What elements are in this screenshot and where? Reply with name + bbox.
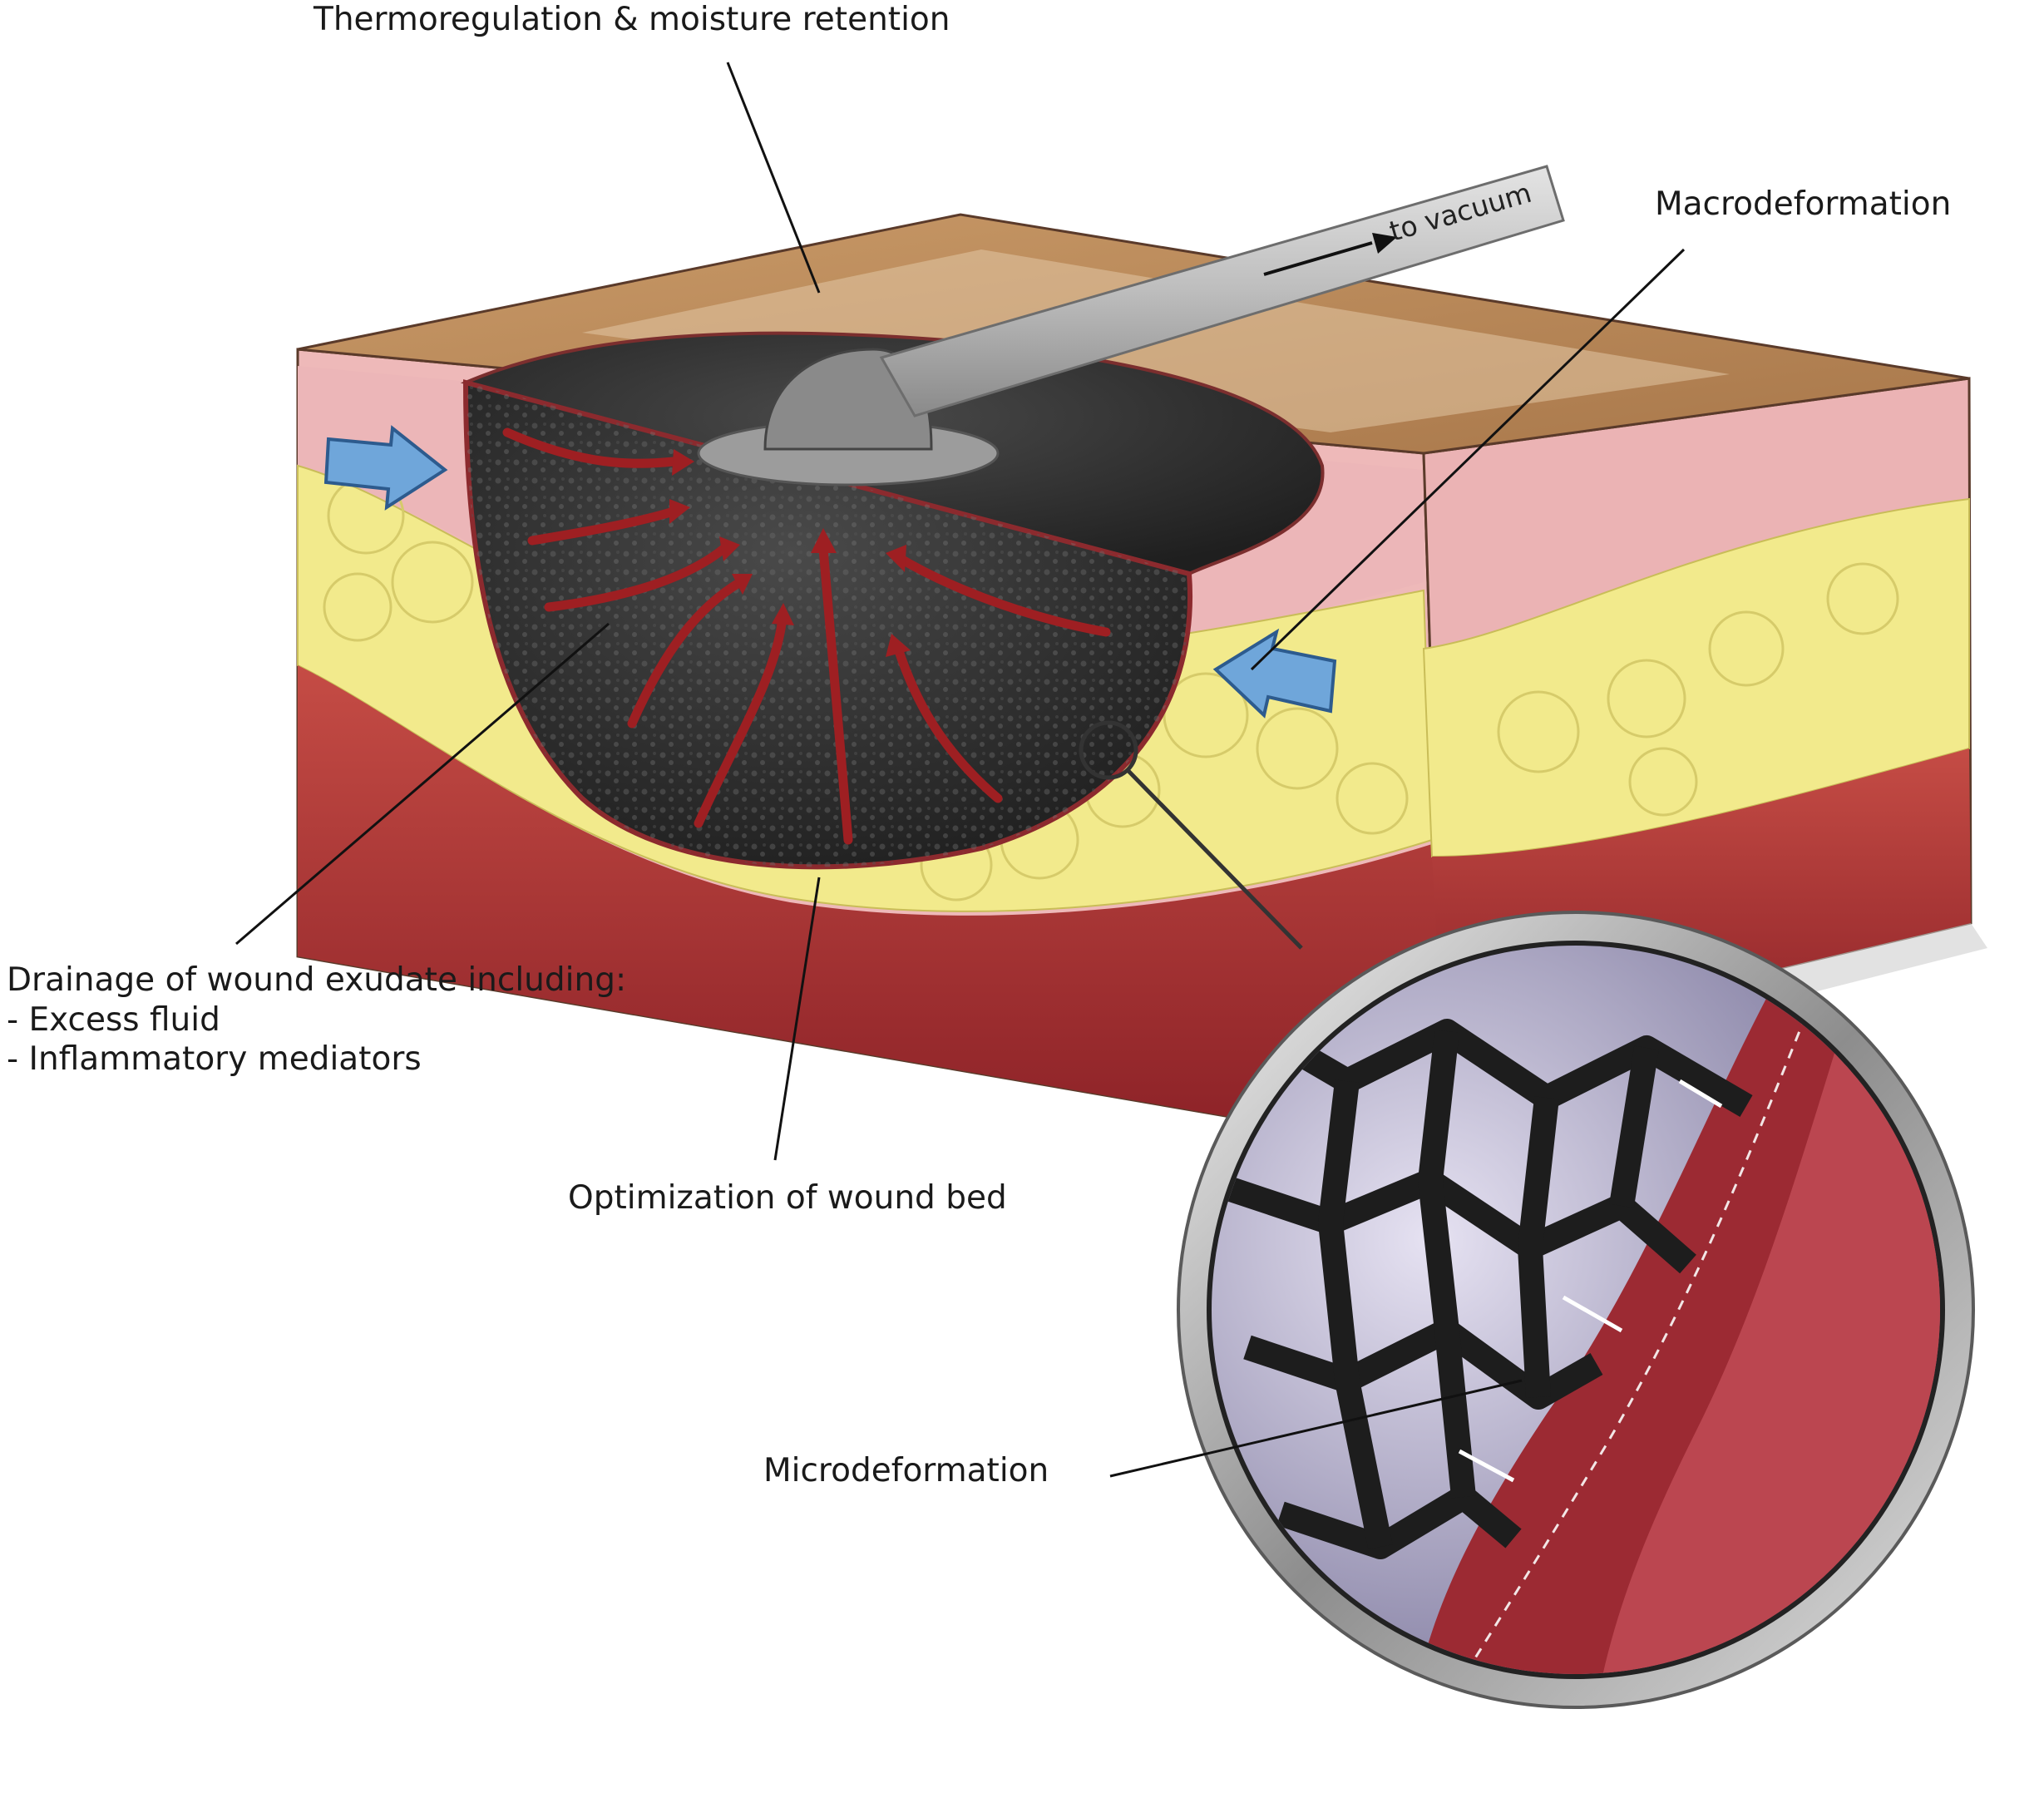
drainage-item-inflammatory-mediators: - Inflammatory mediators [7, 1040, 422, 1079]
label-drainage: Drainage of wound exudate including: - E… [7, 961, 626, 1079]
leader-microdeformation [1109, 1379, 1523, 1478]
foam-struts [1227, 1012, 1753, 1559]
leader-thermoregulation [726, 62, 821, 294]
flow-arrowheads [669, 449, 911, 657]
drainage-title: Drainage of wound exudate including: [7, 961, 627, 999]
tube [879, 165, 1565, 417]
magnifier-callout [1079, 720, 1975, 1709]
zoom-connector [1125, 768, 1303, 950]
label-macrodeformation: Macrodeformation [1655, 185, 1952, 223]
zoom-source-circle [1079, 720, 1138, 780]
drainage-item-excess-fluid: - Excess fluid [7, 1000, 220, 1039]
vacuum-direction-arrow [1263, 241, 1373, 276]
label-microdeformation: Microdeformation [763, 1452, 1049, 1489]
muscle-layer-front [298, 665, 1443, 1123]
label-optimization: Optimization of wound bed [568, 1179, 1007, 1217]
leader-optimization [773, 877, 821, 1161]
label-thermoregulation: Thermoregulation & moisture retention [314, 1, 950, 38]
pressure-arrow-left [323, 425, 448, 511]
tissue-boundary-dashed [1470, 997, 1814, 1664]
lens-content [1212, 946, 1940, 1674]
leader-macrodeformation [1250, 248, 1686, 671]
leader-drainage [235, 622, 610, 946]
leader-lines [235, 62, 1686, 1478]
macrodeformation-arrows [323, 425, 1337, 719]
microdeformation-arrows [1458, 1079, 1723, 1483]
vacuum-arrowhead [1372, 233, 1397, 254]
exudate-flow-arrows [502, 427, 1111, 845]
pressure-arrow-right [1212, 628, 1337, 719]
fat-layer-side [1422, 497, 1970, 858]
